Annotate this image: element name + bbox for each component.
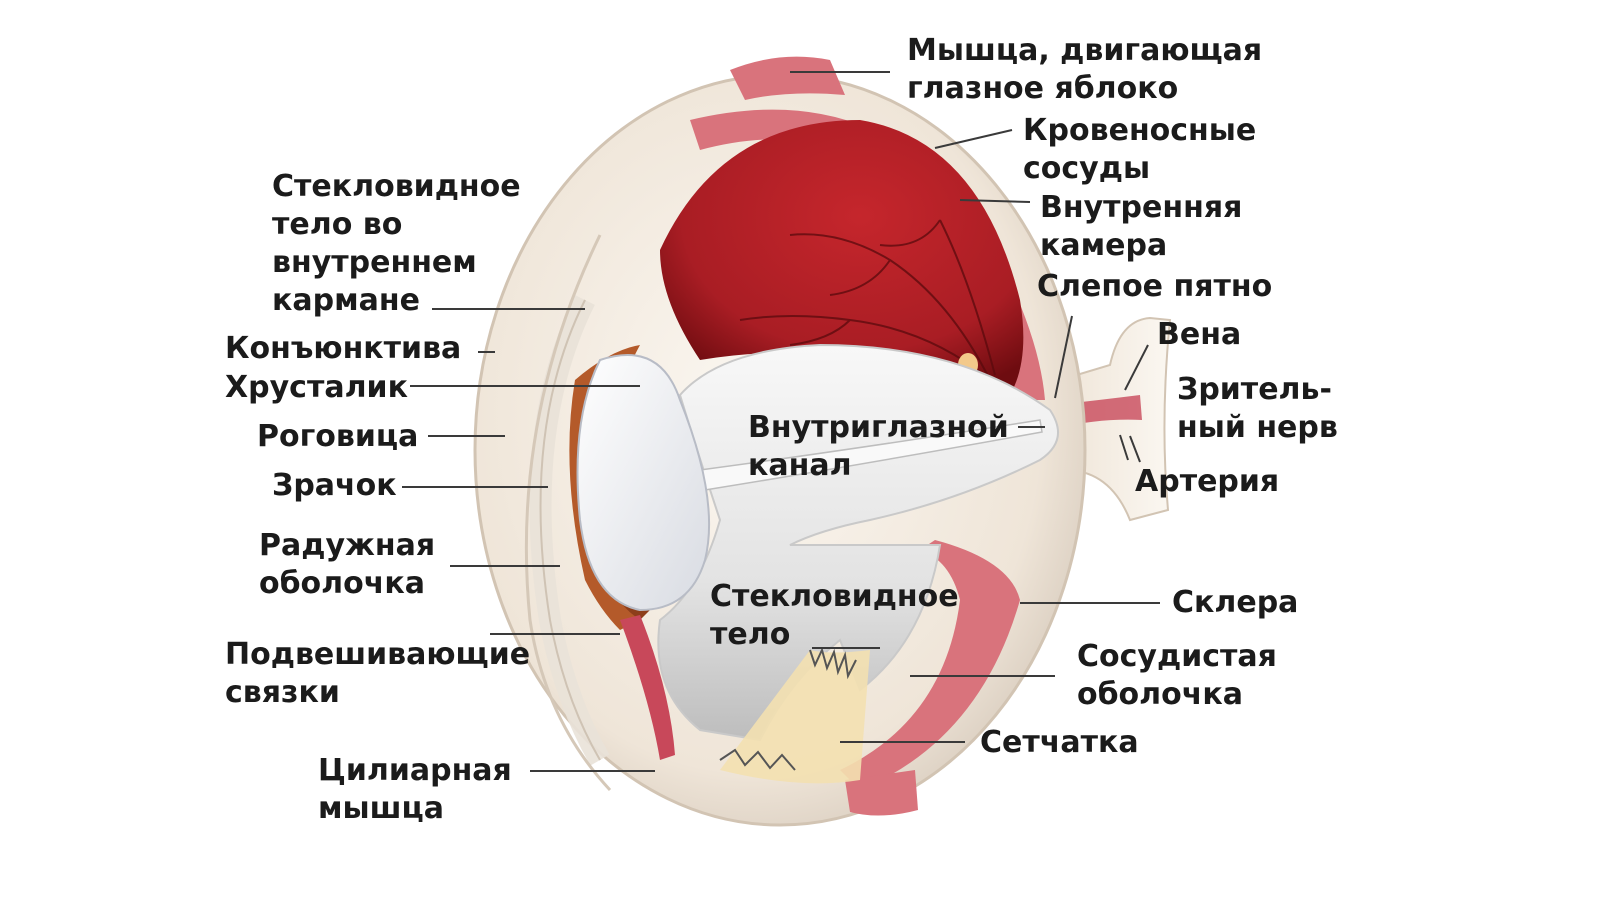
leader-lines — [402, 71, 1160, 772]
label-line: Хрусталик — [225, 370, 408, 405]
label-cornea: Роговица — [257, 418, 418, 456]
label-vitreous-pocket: Стекловидное тело во внутреннем кармане — [272, 168, 521, 320]
label-blood-vessels: Кровеносные сосуды — [1023, 112, 1256, 188]
label-line: Внутриглазной — [748, 410, 1009, 445]
label-pupil: Зрачок — [272, 467, 397, 505]
label-blind-spot: Слепое пятно — [1037, 268, 1272, 306]
ciliary-muscle-shape — [620, 615, 675, 760]
label-retina: Сетчатка — [980, 724, 1139, 762]
label-line: Склера — [1172, 585, 1299, 620]
label-line: Конъюнктива — [225, 331, 462, 366]
label-line: Кровеносные — [1023, 113, 1257, 148]
label-line: Зрачок — [272, 468, 397, 503]
label-line: кармане — [272, 283, 420, 318]
label-line: Слепое пятно — [1037, 269, 1273, 304]
label-optic-nerve: Зритель- ный нерв — [1177, 371, 1338, 447]
label-line: Стекловидное — [272, 169, 521, 204]
retina-interior — [660, 120, 1024, 395]
label-conjunctiva: Конъюнктива — [225, 330, 461, 368]
label-line: Роговица — [257, 419, 419, 454]
top-muscle-shape — [730, 56, 845, 100]
label-line: оболочка — [1077, 677, 1243, 712]
label-vitreous-body: Стекловидное тело — [710, 578, 959, 654]
label-eye-muscle: Мышца, двигающая глазное яблоко — [907, 32, 1262, 108]
label-lens: Хрусталик — [225, 369, 408, 407]
label-line: мышца — [318, 791, 444, 826]
label-choroid: Сосудистая оболочка — [1077, 638, 1277, 714]
label-artery: Артерия — [1135, 463, 1279, 501]
label-line: камера — [1040, 228, 1168, 263]
label-iris: Радужная оболочка — [259, 527, 435, 603]
label-line: Сетчатка — [980, 725, 1139, 760]
label-line: Радужная — [259, 528, 436, 563]
label-inner-chamber: Внутренняя камера — [1040, 189, 1242, 265]
label-line: тело во — [272, 207, 403, 242]
label-vein: Вена — [1157, 316, 1241, 354]
label-line: Вена — [1157, 317, 1242, 352]
label-line: внутреннем — [272, 245, 477, 280]
label-line: Внутренняя — [1040, 190, 1243, 225]
label-hyaloid-canal: Внутриглазной канал — [748, 409, 1009, 485]
label-line: связки — [225, 675, 340, 710]
ora-serrata-shape — [809, 647, 857, 680]
lens-shape — [576, 354, 711, 612]
label-line: Подвешивающие — [225, 637, 531, 672]
label-line: Мышца, двигающая — [907, 33, 1263, 68]
label-line: Стекловидное — [710, 579, 959, 614]
label-line: глазное яблоко — [907, 71, 1179, 106]
label-line: тело — [710, 617, 791, 652]
hyaloid-canal-shape — [699, 419, 1043, 491]
label-line: сосуды — [1023, 151, 1151, 186]
label-line: ный нерв — [1177, 410, 1338, 445]
label-line: Зритель- — [1177, 372, 1332, 407]
label-line: Цилиарная — [318, 753, 512, 788]
label-line: Артерия — [1135, 464, 1280, 499]
conjunctiva-shape — [524, 234, 612, 792]
label-sclera: Склера — [1172, 584, 1298, 622]
label-line: Сосудистая — [1077, 639, 1277, 674]
label-ciliary-muscle: Цилиарная мышца — [318, 752, 512, 828]
label-line: канал — [748, 448, 852, 483]
label-line: оболочка — [259, 566, 425, 601]
label-suspensory-ligaments: Подвешивающие связки — [225, 636, 530, 712]
